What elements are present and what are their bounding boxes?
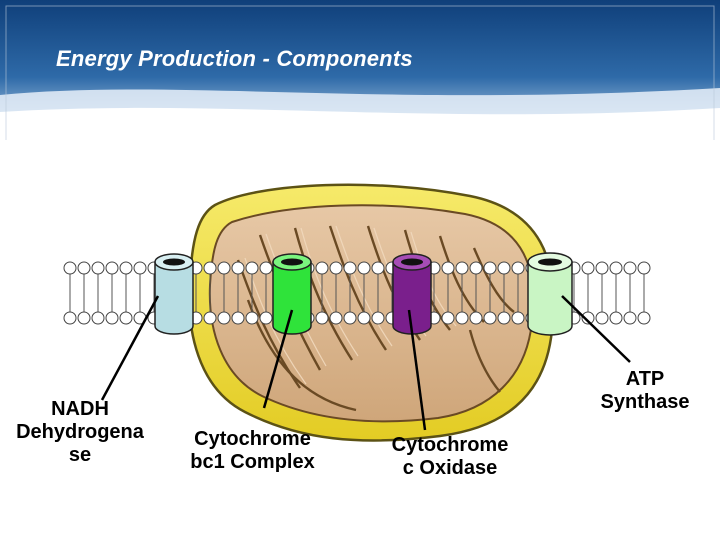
leader-line-bc1 (262, 309, 294, 409)
mitochondrion (188, 183, 555, 442)
bilayer-tails (69, 274, 645, 312)
slide-title: Energy Production - Components (56, 46, 413, 71)
atp-synthase-complex (527, 252, 573, 336)
leader-line-atp (561, 295, 631, 363)
label-atp-synthase: ATP Synthase (600, 368, 690, 413)
bilayer-heads-bottom (63, 311, 651, 325)
label-nadh-dehydrogenase: NADH Dehydrogena se (16, 398, 144, 466)
leader-lines (100, 295, 631, 431)
leader-line-oxidase (407, 309, 427, 431)
cytochrome-c-oxidase-complex (392, 253, 432, 335)
cytochrome-bc1-complex (272, 253, 312, 335)
label-cytochrome-c-oxidase: Cytochrome c Oxidase (391, 434, 509, 479)
nadh-dehydrogenase-complex (154, 253, 194, 335)
leader-line-nadh (100, 295, 160, 401)
header-banner (0, 0, 720, 140)
label-cytochrome-bc1-complex: Cytochrome bc1 Complex (190, 428, 315, 473)
